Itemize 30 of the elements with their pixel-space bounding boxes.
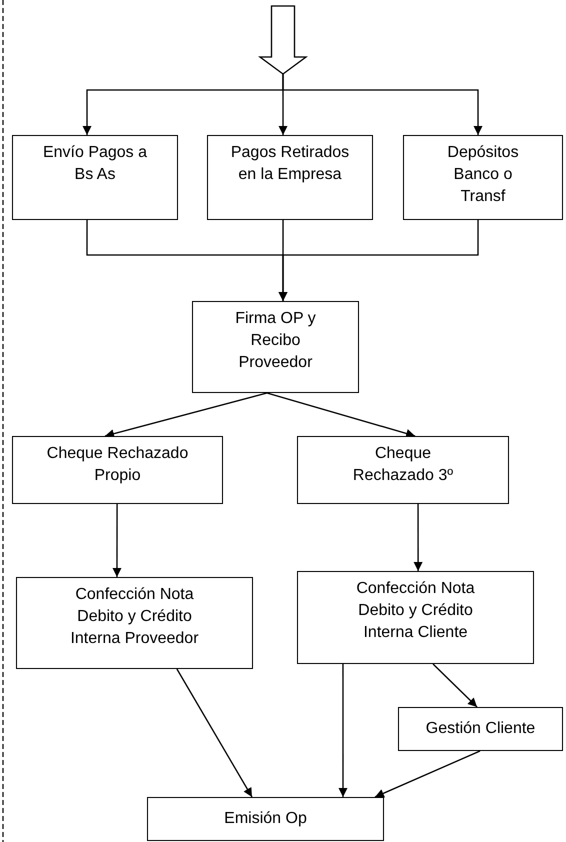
process-box [297, 436, 509, 504]
arrow [278, 220, 479, 301]
arrow [104, 392, 268, 438]
box-label: Cheque Rechazado 3º [352, 444, 454, 486]
process-box [192, 301, 359, 393]
arrow [338, 664, 348, 797]
box-label: Gestión Cliente [426, 719, 536, 739]
process-box [16, 577, 253, 669]
box-label: Emisión Op [224, 809, 307, 829]
box-label: Pagos Retirados en la Empresa [230, 143, 350, 185]
box-label: Confección Nota Debito y Crédito Interna Proveedor [69, 585, 200, 649]
arrow [112, 504, 122, 577]
arrow [414, 504, 423, 571]
box-label: Envío Pagos a Bs As [42, 143, 148, 185]
arrow [374, 750, 480, 798]
process-box [207, 135, 373, 220]
arrow [266, 392, 416, 438]
arrow [432, 664, 478, 708]
process-box [403, 135, 563, 220]
box-label: Firma OP y Recibo Proveedor [234, 309, 317, 373]
process-box [398, 707, 563, 751]
arrow [176, 668, 253, 798]
box-label: Confección Nota Debito y Crédito Interna Cliente [355, 579, 476, 643]
process-box [297, 571, 534, 664]
box-label: Depósitos Banco o Transf [446, 143, 520, 207]
process-box [147, 797, 384, 841]
box-label: Cheque Rechazado Propio [46, 444, 190, 486]
arrow [282, 74, 483, 135]
process-box [12, 436, 223, 504]
process-box [12, 135, 178, 220]
